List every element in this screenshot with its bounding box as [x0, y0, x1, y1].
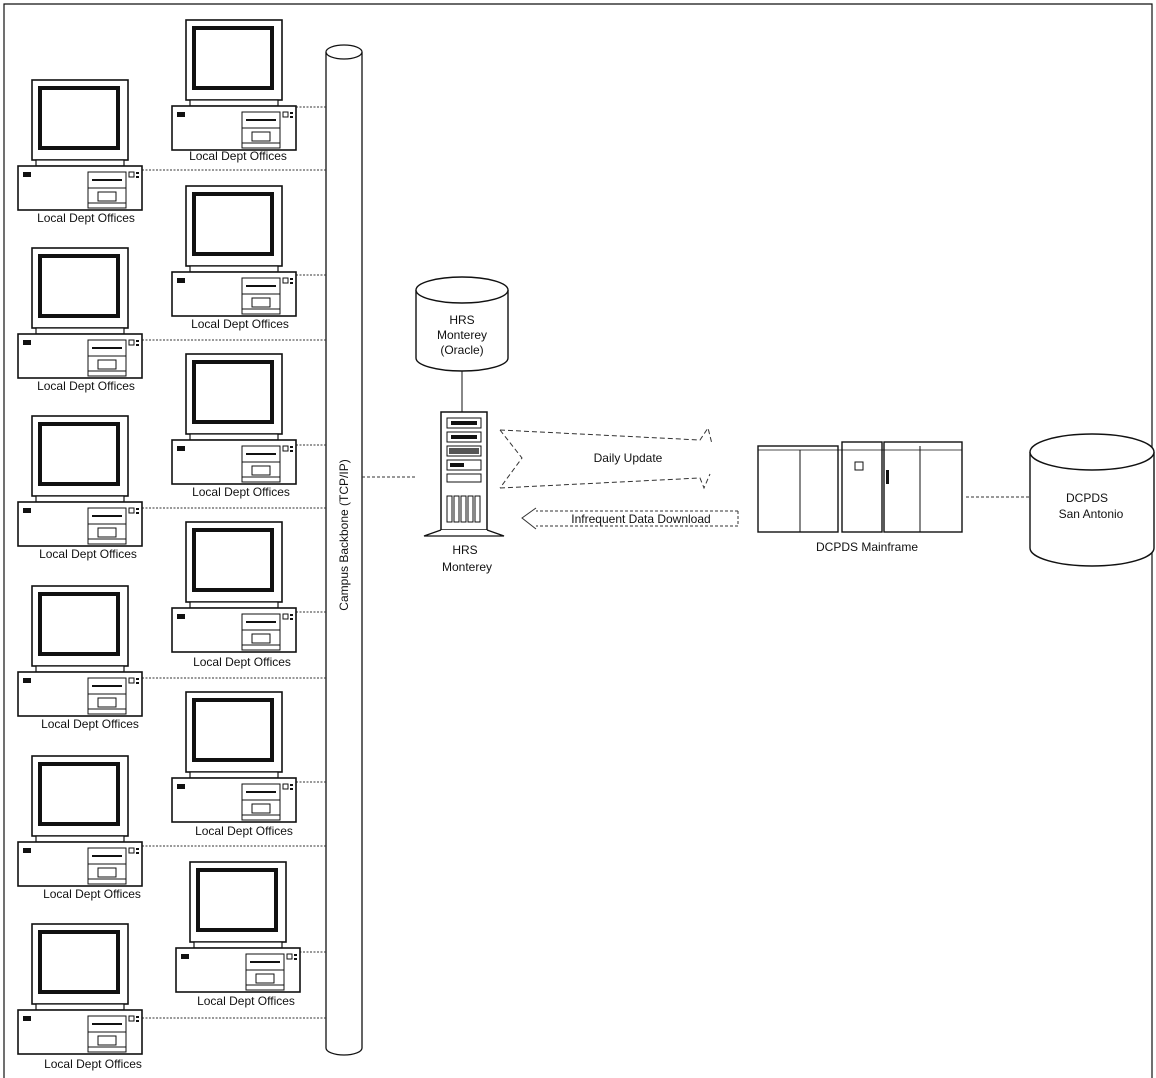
dcpds-database: DCPDS San Antonio — [1029, 433, 1155, 567]
daily-update-link: Daily Update — [499, 426, 713, 490]
backbone-label: Campus Backbone (TCP/IP) — [337, 459, 351, 610]
workstation-6 — [16, 414, 144, 548]
mainframe-label: DCPDS Mainframe — [816, 540, 918, 554]
workstation-7 — [170, 520, 298, 654]
infrequent-download-link: Infrequent Data Download — [521, 507, 739, 530]
hrs-server-label-2: Monterey — [442, 560, 492, 574]
workstation-label: Local Dept Offices — [39, 547, 137, 561]
workstation-10 — [16, 754, 144, 888]
workstation-label: Local Dept Offices — [192, 485, 290, 499]
dcpds-mainframe: DCPDS Mainframe — [757, 441, 963, 554]
workstation-5 — [170, 352, 298, 486]
workstation-2 — [16, 78, 144, 212]
workstation-4 — [16, 246, 144, 380]
infrequent-download-label: Infrequent Data Download — [571, 512, 710, 526]
hrs-db-label-3: (Oracle) — [440, 343, 483, 357]
workstation-11 — [174, 860, 302, 994]
workstation-label: Local Dept Offices — [43, 887, 141, 901]
hrs-database: HRS Monterey (Oracle) — [415, 276, 509, 372]
hrs-db-label-1: HRS — [449, 313, 474, 327]
hrs-server-label-1: HRS — [452, 543, 477, 557]
workstation-label: Local Dept Offices — [44, 1057, 142, 1071]
workstation-label: Local Dept Offices — [195, 824, 293, 838]
page-frame — [3, 3, 1153, 1078]
workstation-links — [142, 106, 326, 1019]
workstation-label: Local Dept Offices — [189, 149, 287, 163]
hrs-server: HRS Monterey — [423, 411, 505, 574]
workstation-label: Local Dept Offices — [37, 211, 135, 225]
workstation-3 — [170, 184, 298, 318]
campus-backbone: Campus Backbone (TCP/IP) — [325, 44, 363, 1056]
workstation-label: Local Dept Offices — [197, 994, 295, 1008]
hrs-db-label-2: Monterey — [437, 328, 487, 342]
daily-update-label: Daily Update — [594, 451, 663, 465]
workstation-9 — [170, 690, 298, 824]
workstation-label: Local Dept Offices — [193, 655, 291, 669]
workstation-label: Local Dept Offices — [37, 379, 135, 393]
dcpds-db-label-1: DCPDS — [1066, 491, 1108, 505]
workstation-8 — [16, 584, 144, 718]
workstation-label: Local Dept Offices — [191, 317, 289, 331]
dcpds-db-label-2: San Antonio — [1059, 507, 1124, 521]
workstation-label: Local Dept Offices — [41, 717, 139, 731]
workstation-1 — [170, 18, 298, 152]
workstation-12 — [16, 922, 144, 1056]
